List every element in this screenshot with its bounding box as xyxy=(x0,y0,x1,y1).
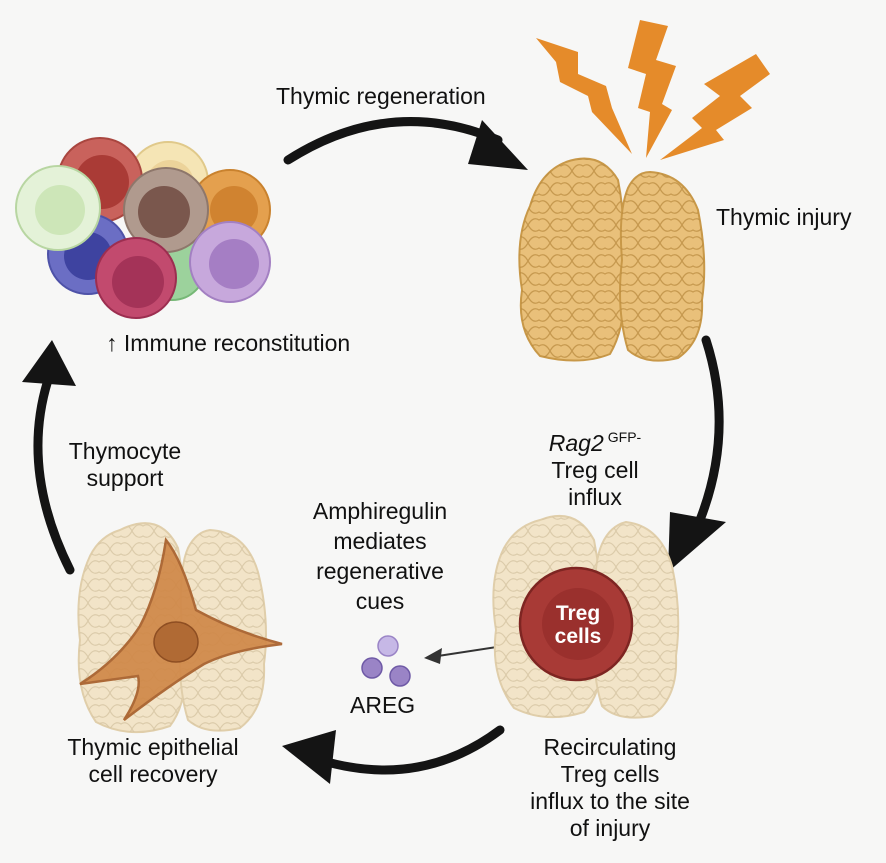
arrow-thymocyte-support xyxy=(22,340,76,575)
label-thymocyte-support: Thymocyte support xyxy=(50,438,200,492)
label-thymic-regeneration: Thymic regeneration xyxy=(276,83,486,109)
lightning-icon xyxy=(536,20,770,160)
immune-cell xyxy=(189,221,271,303)
recirc-line3: influx to the site xyxy=(530,788,690,814)
rag2-gene: Rag2 xyxy=(548,430,604,456)
injured-thymus xyxy=(518,157,706,362)
label-tec-recovery: Thymic epithelial cell recovery xyxy=(36,734,270,788)
label-areg: AREG xyxy=(350,692,416,718)
immune-cell xyxy=(15,165,101,251)
areg-particles-icon xyxy=(361,635,411,687)
immune-reconstitution-text: Immune reconstitution xyxy=(123,330,351,356)
treg-cell-icon xyxy=(518,566,634,682)
label-recirculating-treg: Recirculating Treg cells influx to the s… xyxy=(500,734,720,842)
treg-influx-line2: influx xyxy=(568,484,622,510)
recirc-line4: of injury xyxy=(569,815,651,841)
amphiregulin-line4: cues xyxy=(355,588,405,614)
arrow-injury-to-treg xyxy=(668,335,726,572)
treg-cells-line2: cells xyxy=(554,625,602,648)
treg-influx-line1: Treg cell xyxy=(551,457,639,483)
label-treg-cells: Treg cells xyxy=(538,602,618,648)
amphiregulin-line1: Amphiregulin xyxy=(312,498,448,524)
immune-cell xyxy=(95,237,177,319)
recirc-line2: Treg cells xyxy=(560,761,660,787)
label-amphiregulin: Amphiregulin mediates regenerative cues xyxy=(290,496,470,616)
thymocyte-line1: Thymocyte xyxy=(68,438,182,464)
epithelial-cell xyxy=(79,536,283,721)
gfp-superscript: GFP- xyxy=(607,429,642,445)
amphiregulin-line2: mediates xyxy=(333,528,427,554)
amphiregulin-line3: regenerative xyxy=(316,558,444,584)
label-immune-reconstitution: ↑ Immune reconstitution xyxy=(106,330,350,357)
immune-cells-cluster xyxy=(15,137,271,319)
thymocyte-line2: support xyxy=(86,465,164,491)
immune-cell xyxy=(123,167,209,253)
tec-line1: Thymic epithelial xyxy=(67,734,239,760)
up-arrow-icon: ↑ xyxy=(106,330,118,356)
recirc-line1: Recirculating xyxy=(543,734,677,760)
arrow-treg-to-epithelial xyxy=(282,725,505,784)
tec-line2: cell recovery xyxy=(88,761,218,787)
arrow-regeneration xyxy=(283,117,528,170)
label-thymic-injury: Thymic injury xyxy=(716,204,852,230)
treg-cells-line1: Treg xyxy=(555,602,601,625)
